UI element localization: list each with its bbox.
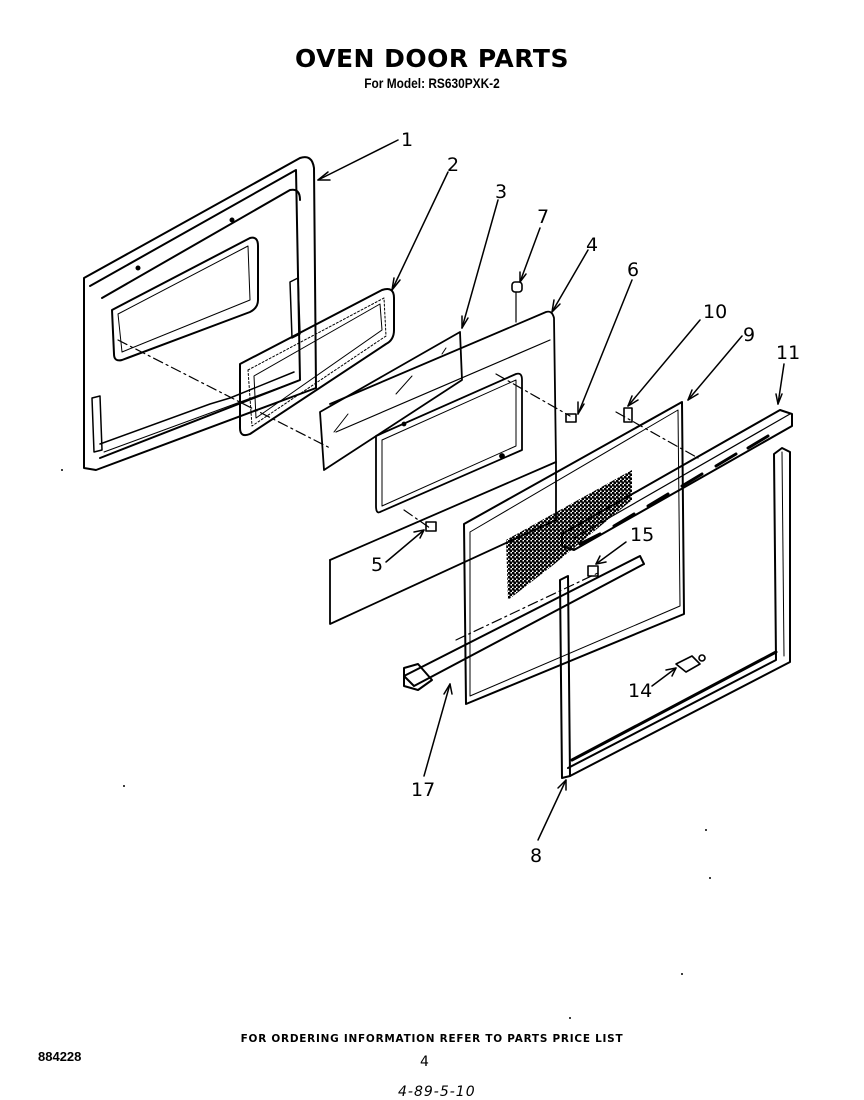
part-14-latch (675, 655, 701, 673)
part-1-outer-door-panel (83, 156, 317, 471)
callout-14: 14 (628, 680, 653, 702)
small-parts (425, 281, 706, 673)
callout-15: 15 (630, 524, 655, 546)
callout-6: 6 (627, 259, 640, 281)
model-subtitle: For Model: RS630PXK-2 (364, 75, 500, 91)
page-title: OVEN DOOR PARTS (295, 44, 569, 73)
ordering-info-note: FOR ORDERING INFORMATION REFER TO PARTS … (240, 1032, 624, 1045)
handwritten-code: 4-89-5-10 (398, 1084, 476, 1100)
callout-9: 9 (743, 324, 756, 346)
part-3-glass (319, 331, 463, 471)
page-number: 4 (420, 1054, 429, 1070)
callout-4: 4 (586, 234, 599, 256)
part-5-clip (425, 521, 437, 532)
callout-7: 7 (537, 206, 550, 228)
part-8-door-frame (559, 447, 791, 779)
part-10-clip (623, 407, 633, 423)
mesh-panel (506, 470, 632, 600)
part-6-clip (565, 413, 577, 423)
part-2-window-gasket (239, 288, 395, 437)
callout-3: 3 (495, 181, 508, 203)
callout-2: 2 (447, 154, 460, 176)
document-number: 884228 (38, 1049, 82, 1064)
callout-17: 17 (411, 779, 436, 801)
part-4-inner-door-panel (329, 310, 557, 625)
scan-specks (61, 469, 711, 1019)
part-17-bottom-trim (403, 555, 645, 691)
callout-5: 5 (371, 554, 384, 576)
part-7-bumper (511, 281, 523, 293)
part-15-clip (587, 565, 599, 577)
callout-11: 11 (776, 342, 801, 364)
callout-10: 10 (703, 301, 728, 323)
part-11-vent-trim (561, 409, 793, 551)
leader-lines (317, 139, 785, 841)
callout-1: 1 (401, 129, 414, 151)
callout-8: 8 (530, 845, 543, 867)
part-9-inner-glass-pack (463, 401, 685, 705)
